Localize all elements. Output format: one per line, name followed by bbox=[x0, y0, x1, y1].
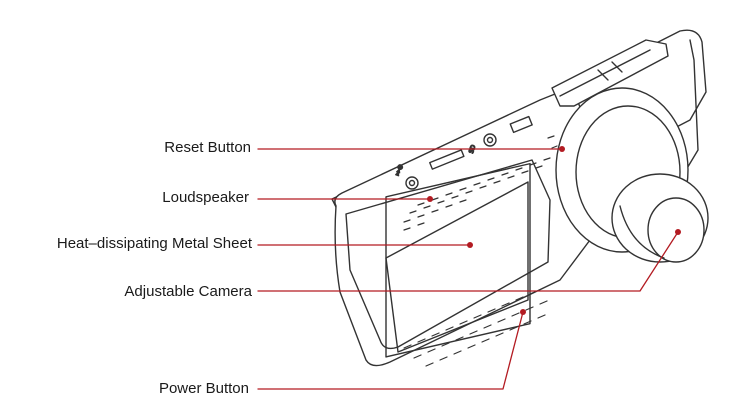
usb-port bbox=[509, 115, 533, 134]
screen-bezel bbox=[345, 159, 551, 350]
port-left bbox=[405, 176, 419, 190]
dot-speaker bbox=[427, 196, 433, 202]
leader-dots bbox=[427, 146, 681, 315]
port-mid bbox=[483, 133, 497, 147]
body-front-face bbox=[334, 91, 604, 367]
callout-reset-button: Reset Button bbox=[164, 139, 251, 156]
sd-slot bbox=[429, 149, 465, 170]
dot-heat bbox=[467, 242, 473, 248]
dot-reset bbox=[559, 146, 565, 152]
dot-power bbox=[520, 309, 526, 315]
callout-adjustable-camera: Adjustable Camera bbox=[124, 283, 252, 300]
callout-power-button: Power Button bbox=[158, 380, 249, 397]
screen bbox=[385, 162, 531, 358]
mount-bracket bbox=[551, 39, 669, 107]
dot-camera bbox=[675, 229, 681, 235]
port-left-mark: ▸▸◉ bbox=[394, 163, 404, 176]
callout-heat-dissipating-sheet: Heat–dissipating Metal Sheet bbox=[56, 235, 252, 252]
callout-loudspeaker: Loudspeaker bbox=[162, 189, 249, 206]
leader-lines bbox=[257, 148, 679, 390]
body-right-edge bbox=[685, 39, 699, 171]
leader-power bbox=[257, 311, 524, 390]
screen-panel bbox=[385, 181, 529, 353]
vent-grille bbox=[403, 290, 548, 367]
speaker-grille bbox=[403, 135, 558, 231]
leader-camera bbox=[257, 231, 679, 292]
